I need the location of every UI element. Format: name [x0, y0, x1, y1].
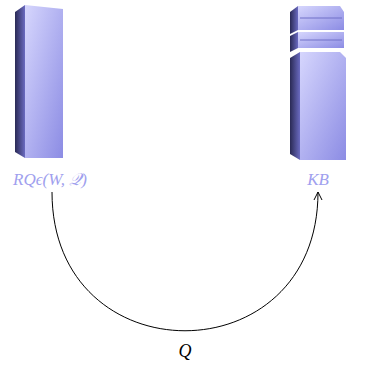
- document-icon: [15, 5, 63, 158]
- database-icon: [290, 6, 346, 160]
- node-label: RQϵ(W, 𝒬): [13, 170, 87, 190]
- edge-label: Q: [176, 341, 195, 361]
- node-label: KB: [307, 170, 329, 190]
- icon-node: KB: [288, 0, 348, 190]
- curved-arrow: [52, 192, 322, 331]
- icon-node: RQϵ(W, 𝒬): [13, 0, 91, 190]
